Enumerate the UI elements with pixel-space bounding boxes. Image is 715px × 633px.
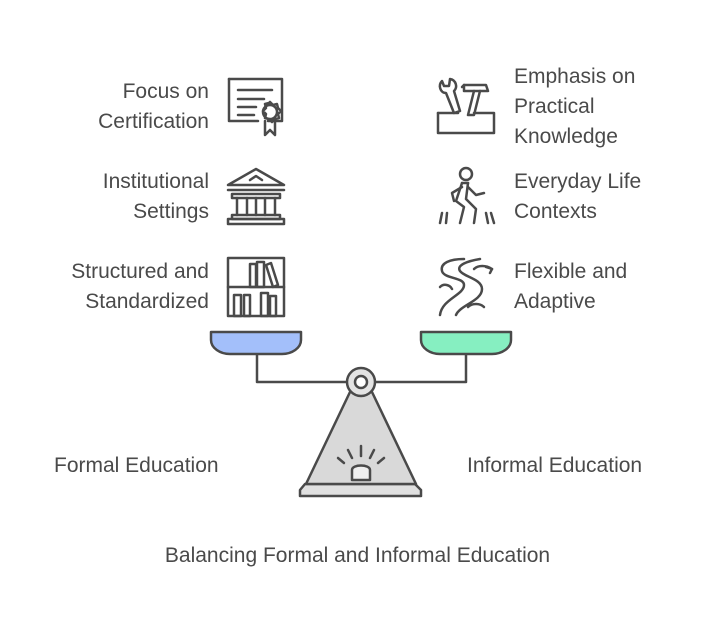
formal-item-institutional: Institutional Settings bbox=[102, 170, 209, 223]
walking-person-icon bbox=[434, 165, 498, 229]
formal-education-caption: Formal Education bbox=[54, 454, 219, 477]
winding-road-icon bbox=[434, 255, 498, 319]
informal-pan bbox=[419, 330, 513, 356]
formal-item-certification: Focus on Certification bbox=[98, 80, 209, 133]
scale-emblem bbox=[350, 464, 372, 482]
informal-item-flexible: Flexible and Adaptive bbox=[514, 260, 628, 313]
toolbox-icon bbox=[434, 75, 498, 139]
informal-item-everyday: Everyday Life Contexts bbox=[514, 170, 642, 223]
institution-building-icon bbox=[224, 165, 288, 229]
informal-education-caption: Informal Education bbox=[467, 454, 643, 477]
bookshelf-icon bbox=[224, 255, 288, 319]
formal-item-structured: Structured and Standardized bbox=[71, 260, 209, 313]
informal-item-practical: Emphasis on Practical Knowledge bbox=[514, 65, 636, 148]
certificate-icon bbox=[224, 75, 288, 139]
formal-pan bbox=[209, 330, 303, 356]
scale-base bbox=[298, 482, 423, 498]
diagram-title: Balancing Formal and Informal Education bbox=[164, 544, 551, 567]
